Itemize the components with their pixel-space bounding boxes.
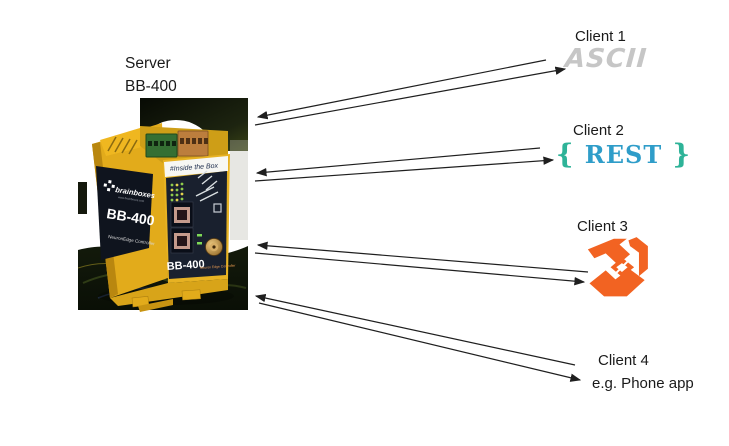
- ethernet-port-2: [170, 227, 194, 254]
- vent-slots: [107, 136, 138, 155]
- brand-url-text: www.brainboxes.com: [118, 195, 145, 203]
- bb400-device-photo: #Inside the Box: [78, 98, 248, 312]
- rest-brace-close: }: [662, 139, 691, 170]
- arrow-client1-to-server: [256, 59, 547, 120]
- client4-label: Client 4: [598, 352, 649, 369]
- front-subtitle-text: Neuron Edge Controller: [200, 263, 237, 270]
- server-label: Server BB-400: [125, 52, 177, 98]
- panel-icon: [213, 203, 222, 213]
- bb400-device: #Inside the Box: [92, 123, 236, 312]
- arrow-client2-to-server: [255, 147, 541, 177]
- side-model-text: BB-400: [106, 205, 156, 228]
- led-indicators: [170, 182, 184, 202]
- server-label-line2: BB-400: [125, 78, 177, 95]
- arrow-client3-to-server: [256, 241, 589, 273]
- client2-label: Client 2: [573, 122, 624, 139]
- client4-sublabel: e.g. Phone app: [592, 375, 694, 392]
- orange-terminal-block: [177, 130, 209, 157]
- arrow-server-to-client1: [254, 66, 567, 126]
- arrow-server-to-client2: [254, 156, 555, 182]
- arrow-server-to-client3: [254, 252, 586, 286]
- arrow-client4-to-server: [254, 293, 576, 366]
- handwritten-label-text: #Inside the Box: [170, 163, 219, 173]
- ascii-logo: ASCII: [563, 44, 649, 74]
- arrow-server-to-client4: [258, 302, 582, 382]
- client1-label: Client 1: [575, 28, 626, 45]
- antenna-connector: [205, 238, 223, 256]
- front-model-text: BB-400: [166, 258, 205, 273]
- panel-graphics: [195, 170, 219, 202]
- rest-brace-open: {: [556, 139, 585, 170]
- side-label: brainboxes www.brainboxes.com BB-400 Neu…: [96, 166, 156, 260]
- green-terminal-block: [145, 133, 178, 158]
- rest-logo-text: REST: [584, 140, 663, 169]
- modbus-logo-icon: [587, 237, 648, 297]
- server-label-line1: Server: [125, 55, 171, 72]
- rest-logo: { REST }: [556, 139, 691, 170]
- handwritten-label: [164, 156, 228, 177]
- ethernet-port-1: [170, 201, 194, 228]
- client3-label: Client 3: [577, 218, 628, 235]
